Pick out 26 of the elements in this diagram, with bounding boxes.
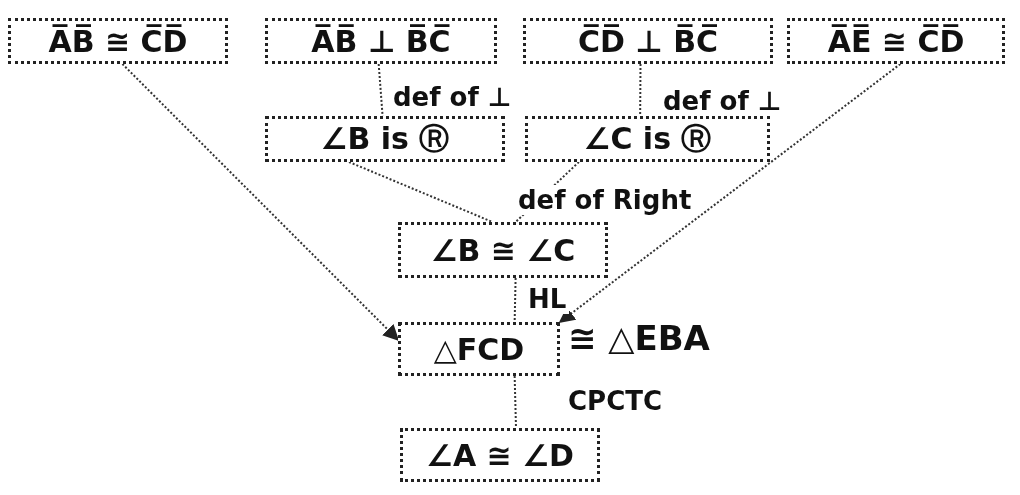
statement-text: C̅D̅ ⊥ B̅C̅: [577, 23, 719, 59]
statement-text: ≅ △EBA: [568, 318, 710, 358]
connector-line: [377, 63, 384, 117]
connector-line: [639, 63, 642, 117]
statement-box: [265, 18, 497, 64]
statement-text: A̅B̅ ⊥ B̅C̅: [311, 23, 451, 59]
statement-box: [523, 18, 773, 64]
statement-text: A̅B̅ ≅ C̅D̅: [48, 23, 188, 59]
connector-line: [513, 277, 517, 323]
statement-text: △FCD: [433, 331, 525, 367]
statement-box: [400, 428, 600, 482]
statement-box: [787, 18, 1005, 64]
arrow: [121, 63, 400, 341]
statement-text: ∠C is Ⓡ: [583, 119, 712, 158]
statement-text: ∠A ≅ ∠D: [426, 437, 574, 473]
statement-text: A̅E̅ ≅ C̅D̅: [827, 23, 965, 59]
connector-line: [513, 375, 517, 429]
connector-line: [348, 161, 494, 223]
arrow: [558, 63, 902, 323]
statement-box: [265, 116, 505, 162]
statement-box: [398, 222, 608, 278]
statement-box: [8, 18, 228, 64]
statement-text: ∠B ≅ ∠C: [430, 232, 576, 268]
statement-text: ∠B is Ⓡ: [320, 119, 450, 158]
statement-box: [525, 116, 770, 162]
statement-box: [398, 322, 560, 376]
